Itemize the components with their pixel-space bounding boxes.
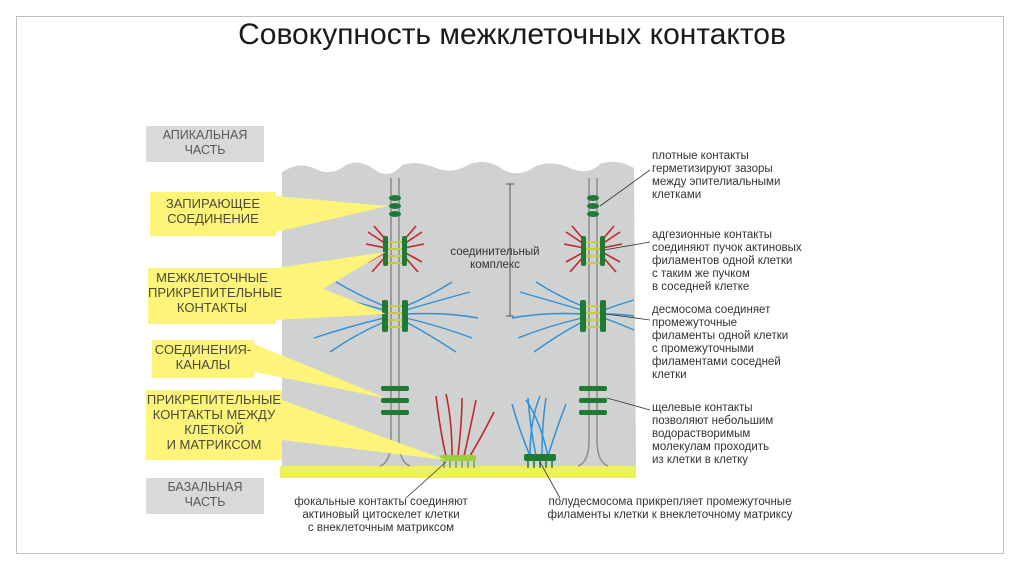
label-junctional-complex: соединительный комплекс — [450, 246, 540, 271]
label-channel-junctions: СОЕДИНЕНИЯ- КАНАЛЫ — [152, 340, 254, 378]
desc-adherens-junctions: адгезионные контакты соединяют пучок акт… — [652, 229, 802, 293]
label-basal: БАЗАЛЬНАЯ ЧАСТЬ — [146, 478, 264, 514]
gap-junctions — [381, 386, 607, 415]
cells-body — [282, 161, 636, 466]
label-anchoring-junctions: МЕЖКЛЕТОЧНЫЕ ПРИКРЕПИТЕЛЬНЫЕ КОНТАКТЫ — [148, 268, 282, 324]
desc-gap-junctions: щелевые контакты позволяют небольшим вод… — [652, 402, 774, 466]
membrane-right — [577, 178, 609, 467]
desc-desmosome: десмосома соединяет промежуточные филаме… — [652, 304, 789, 381]
tight-junction-right — [587, 195, 599, 217]
yellow-pointers — [254, 196, 446, 460]
adherens-plaques — [383, 236, 605, 266]
slide-title: Совокупность межклеточных контактов — [238, 18, 786, 51]
focal-actin — [435, 393, 495, 457]
adherens-links — [388, 241, 600, 264]
desc-focal-contacts: фокальные контакты соединяют актиновый ц… — [294, 496, 468, 534]
label-cell-matrix: ПРИКРЕПИТЕЛЬНЫЕ КОНТАКТЫ МЕЖДУ КЛЕТКОЙ И… — [146, 390, 282, 460]
desc-hemidesmosome: полудесмосома прикрепляет промежуточные … — [547, 496, 793, 521]
hemidesmosome-keratin — [511, 395, 567, 457]
label-tight-junction: ЗАПИРАЮЩЕЕ СОЕДИНЕНИЕ — [150, 192, 276, 236]
basal-lamina — [280, 466, 636, 478]
hemidesmosome-plaque — [524, 454, 556, 468]
tight-junction-left — [389, 195, 401, 217]
desc-tight-junctions: плотные контакты герметизируют зазоры ме… — [652, 150, 781, 201]
bottom-leaders — [405, 461, 561, 499]
desmosome-links — [388, 305, 600, 328]
desmosome-plaques — [382, 300, 606, 332]
focal-contact-plaque — [440, 455, 476, 468]
label-apical: АПИКАЛЬНАЯ ЧАСТЬ — [146, 126, 264, 162]
right-leaders — [599, 169, 651, 411]
